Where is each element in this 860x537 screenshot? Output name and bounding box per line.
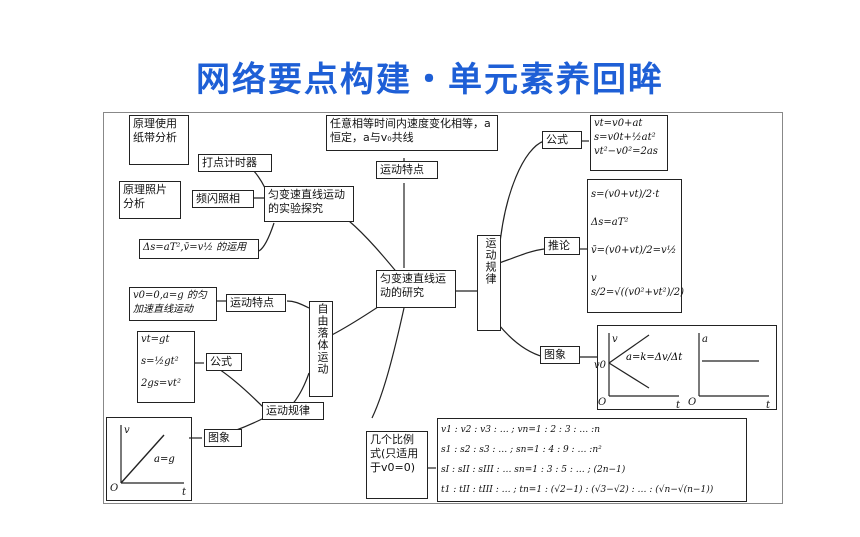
motion-law-inference-label: 推论 — [544, 237, 580, 255]
ratios-list: v1 : v2 : v3 : … ; vn=1 : 2 : 3 : … :n s… — [437, 418, 747, 502]
ff-axis-v: v — [124, 425, 130, 436]
free-fall-formula-label: 公式 — [206, 353, 242, 371]
ff-formula-2: s=½gt² — [141, 356, 179, 367]
ml-axis-o2: O — [688, 397, 696, 408]
motion-law-inference-list: s=(v0+vt)/2·t Δs=aT² v̄=(v0+vt)/2=v½ v s… — [587, 179, 685, 313]
ml-inference-2: Δs=aT² — [591, 217, 629, 228]
concept-map: v O t v O v0 t a O t 原理使用纸带分析 打点计时器 原理照片… — [103, 112, 783, 504]
ml-formula-3: vt²−v0²=2as — [594, 146, 658, 157]
free-fall-feature-desc: v0=0,a=g 的匀加速直线运动 — [129, 287, 217, 321]
ml-axis-v: v — [612, 334, 618, 345]
motion-law-formula-label: 公式 — [542, 131, 582, 149]
tick-timer-box: 打点计时器 — [198, 154, 272, 172]
ff-formula-3: 2gs=vt² — [141, 378, 181, 389]
free-fall-graph-box — [106, 417, 192, 501]
freefall-vt-graph — [120, 425, 184, 484]
center-topic: 匀变速直线运动的研究 — [376, 270, 456, 308]
ratio-line-4: t1 : tII : tIII : … ; tn=1 : (√2−1) : (√… — [441, 485, 714, 495]
free-fall-law-box: 运动规律 — [262, 402, 324, 420]
ml-inference-4: v s/2=√((v0²+vt²)/2) — [591, 273, 685, 298]
experiment-formula: Δs=aT²,v̄=v½ 的运用 — [139, 239, 259, 259]
ml-axis-a: a — [702, 334, 708, 345]
ml-formula-2: s=v0t+½at² — [594, 132, 656, 143]
ml-inference-1: s=(v0+vt)/2·t — [591, 189, 660, 200]
free-fall-feature-box: 运动特点 — [226, 294, 286, 312]
ratio-line-3: sI : sII : sIII : … sn=1 : 3 : 5 : … ; (… — [441, 465, 626, 475]
free-fall-formula-list: vt=gt s=½gt² 2gs=vt² — [137, 331, 195, 403]
motion-law-graph-box — [597, 325, 777, 410]
ml-axis-t: t — [676, 400, 681, 411]
motionlaw-vt-graph — [608, 333, 769, 397]
free-fall-box: 自由落体运动 — [309, 301, 333, 397]
ml-axis-o: O — [598, 397, 606, 408]
ff-axis-t: t — [182, 487, 187, 498]
ff-formula-1: vt=gt — [141, 334, 170, 345]
ml-axis-v0: v0 — [594, 360, 607, 371]
tick-timer-note: 原理使用纸带分析 — [129, 115, 189, 165]
motion-law-formula-list: vt=v0+at s=v0t+½at² vt²−v0²=2as — [590, 115, 668, 171]
ratio-line-1: v1 : v2 : v3 : … ; vn=1 : 2 : 3 : … :n — [441, 425, 600, 435]
ml-axis-t2: t — [766, 400, 771, 411]
motion-law-box: 运动规律 — [477, 235, 501, 331]
motion-law-graph-label: 图象 — [540, 346, 580, 364]
motion-law-graph-eq: a=k=Δv/Δt — [626, 352, 683, 363]
ml-formula-1: vt=v0+at — [594, 118, 643, 129]
page-title: 网络要点构建・单元素养回眸 — [196, 60, 664, 100]
experiment-box: 匀变速直线运动的实验探究 — [264, 186, 354, 222]
ml-inference-3: v̄=(v0+vt)/2=v½ — [591, 245, 677, 256]
motion-features-box: 运动特点 — [376, 161, 438, 179]
free-fall-graph-label: 图象 — [204, 429, 242, 447]
free-fall-graph-eq: a=g — [154, 454, 175, 465]
motion-features-desc: 任意相等时间内速度变化相等，a恒定，a与v₀共线 — [326, 115, 498, 151]
ratios-label: 几个比例式(只适用于v0=0) — [366, 431, 428, 499]
ff-axis-o: O — [110, 483, 118, 494]
flash-box: 频闪照相 — [192, 190, 254, 208]
flash-note: 原理照片分析 — [119, 181, 181, 219]
ratio-line-2: s1 : s2 : s3 : … ; sn=1 : 4 : 9 : … :n² — [441, 445, 602, 455]
